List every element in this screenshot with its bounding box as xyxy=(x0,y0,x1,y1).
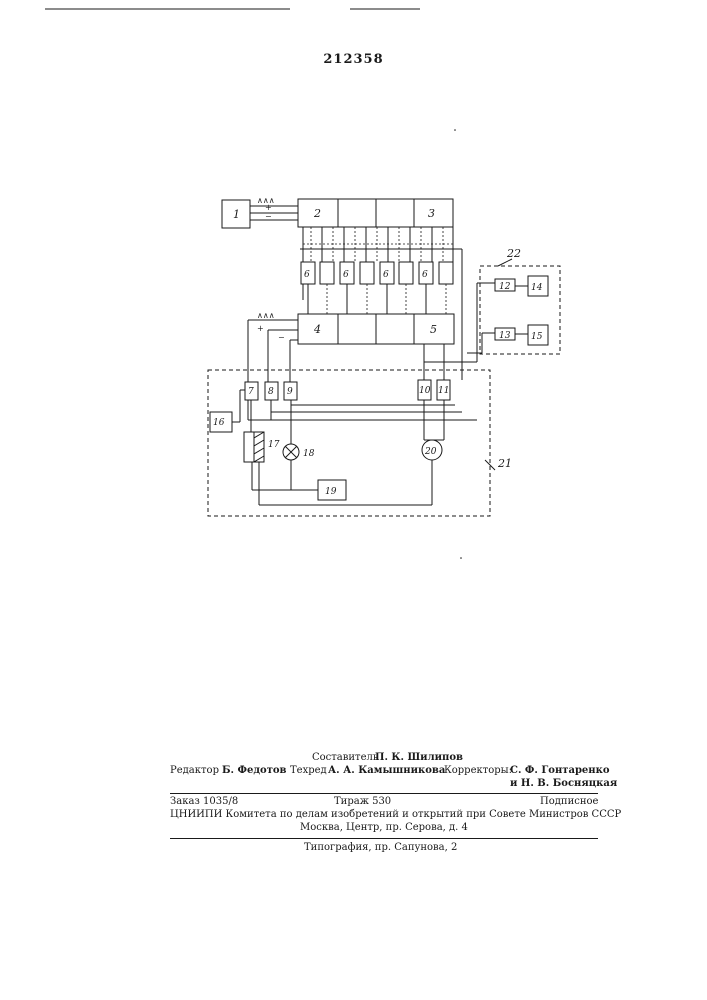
block-10-label: 10 xyxy=(419,386,431,396)
speck-2 xyxy=(460,557,462,559)
techred-label: Техред xyxy=(290,765,327,776)
lamp-18-label: 18 xyxy=(303,449,315,459)
corrector-1: С. Ф. Гонтаренко xyxy=(510,765,610,776)
lamp-18: 18 xyxy=(283,444,315,490)
block-9-label: 9 xyxy=(287,387,293,397)
editor-label: Редактор xyxy=(170,765,219,776)
printer-line: Типография, пр. Сапунова, 2 xyxy=(304,842,457,853)
block-5-label: 5 xyxy=(430,323,437,336)
block-19: 19 xyxy=(252,480,432,505)
order-number: Заказ 1035/8 xyxy=(170,796,238,807)
circulation: Тираж 530 xyxy=(334,796,391,807)
block-6-row: 6 6 6 6 xyxy=(301,262,453,314)
block-1: 1 xyxy=(222,200,250,228)
speck xyxy=(454,129,456,131)
block-2-label: 2 xyxy=(313,207,321,220)
block-4-label: 4 xyxy=(313,323,321,336)
motor-20: 20 xyxy=(422,440,442,505)
block-6-label-c: 6 xyxy=(383,270,389,280)
plus-sign-mid: + xyxy=(257,324,264,333)
block-13-label: 13 xyxy=(499,331,511,341)
block-2-3-strip: 2 3 xyxy=(298,199,453,227)
organization-line: ЦНИИПИ Комитета по делам изобретений и о… xyxy=(170,809,621,820)
block-6-label-a: 6 xyxy=(304,270,310,280)
block-1-label: 1 xyxy=(233,208,240,221)
block-4-5-strip: 4 5 xyxy=(298,314,454,344)
block-17-label: 17 xyxy=(268,440,280,450)
block-3-label: 3 xyxy=(428,207,435,220)
group-21-label: 21 xyxy=(497,457,512,470)
plus-sign-top: + xyxy=(265,203,272,212)
block-15-label: 15 xyxy=(531,332,543,342)
corrector-2: и Н. В. Босняцкая xyxy=(510,778,617,789)
correctors-label: Корректоры: xyxy=(444,765,512,776)
block-16: 16 xyxy=(210,390,245,432)
imprint-rule-top xyxy=(170,793,598,794)
compiler-label: Составитель xyxy=(312,752,378,763)
block-6-label-b: 6 xyxy=(343,270,349,280)
block-17: 17 xyxy=(244,432,280,505)
imprint-block: Составитель П. К. Шилипов Редактор Б. Фе… xyxy=(170,752,595,791)
techred-name: А. А. Камышникова xyxy=(328,765,445,776)
group-22-label: 22 xyxy=(506,247,521,260)
subscription: Подписное xyxy=(540,796,598,807)
editor-name: Б. Федотов xyxy=(222,765,287,776)
block-6-label-d: 6 xyxy=(422,270,428,280)
bus-lines xyxy=(300,227,462,380)
minus-sign-mid: − xyxy=(278,333,285,342)
block-14-label: 14 xyxy=(531,283,543,293)
block-12-label: 12 xyxy=(499,282,511,292)
printer-block: Типография, пр. Сапунова, 2 xyxy=(170,842,595,855)
block-16-label: 16 xyxy=(213,418,225,428)
block-8-label: 8 xyxy=(268,387,274,397)
address-line: Москва, Центр, пр. Серова, д. 4 xyxy=(300,822,468,833)
ac-sign-mid: ∧∧∧ xyxy=(257,311,275,320)
block-11-label: 11 xyxy=(438,386,449,396)
motor-20-label: 20 xyxy=(424,447,437,457)
block-7-label: 7 xyxy=(248,387,254,397)
block-19-label: 19 xyxy=(325,487,337,497)
imprint-rule-bottom xyxy=(170,838,598,839)
blocks-10-11: 10 11 xyxy=(418,380,450,440)
imprint-details: Заказ 1035/8 Тираж 530 Подписное ЦНИИПИ … xyxy=(170,796,595,835)
group-22: 22 12 14 13 15 xyxy=(477,247,560,354)
compiler-name: П. К. Шилипов xyxy=(375,752,463,763)
